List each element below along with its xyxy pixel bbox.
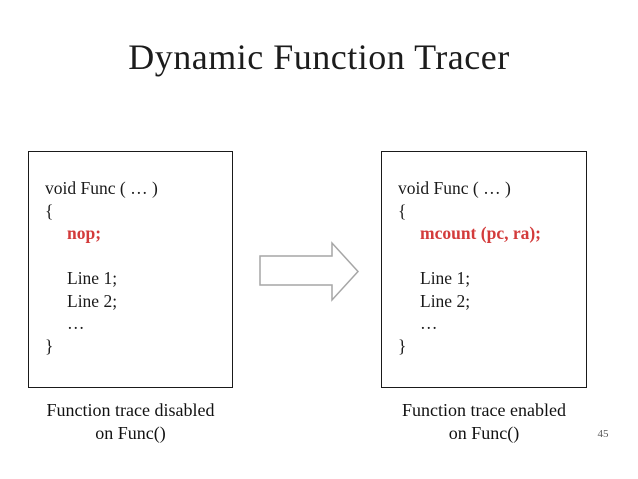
code-line-1: Line 1;: [420, 268, 471, 288]
code-line-open-brace: {: [398, 200, 407, 221]
code-blank-line: [398, 245, 586, 268]
caption-line-2: on Func(): [448, 423, 520, 443]
code-blank-line: [45, 245, 232, 268]
caption-line-2: on Func(): [95, 423, 166, 443]
code-line-signature: void Func ( … ): [45, 178, 158, 198]
code-line-close-brace: }: [45, 335, 54, 356]
caption-trace-disabled: Function trace disabled on Func(): [28, 399, 233, 445]
code-line-mcount: mcount (pc, ra);: [420, 223, 542, 243]
code-line-1: Line 1;: [67, 268, 118, 288]
caption-line-1: Function trace enabled: [402, 400, 566, 420]
code-line-nop: nop;: [67, 223, 102, 243]
page-number: 45: [597, 428, 609, 440]
right-arrow-icon: [259, 241, 360, 302]
code-line-2: Line 2;: [67, 290, 118, 311]
code-line-close-brace: }: [398, 335, 407, 356]
caption-trace-enabled: Function trace enabled on Func(): [381, 399, 587, 445]
code-line-open-brace: {: [45, 200, 54, 221]
code-line-2: Line 2;: [420, 290, 471, 311]
code-line-ellipsis: …: [420, 313, 438, 333]
code-box-trace-disabled: void Func ( … ) { nop; Line 1; Line 2; ……: [28, 151, 233, 388]
code-box-trace-enabled: void Func ( … ) { mcount (pc, ra); Line …: [381, 151, 587, 388]
code-line-signature: void Func ( … ): [398, 178, 511, 198]
code-line-ellipsis: …: [67, 313, 85, 333]
slide-title: Dynamic Function Tracer: [128, 37, 510, 77]
caption-line-1: Function trace disabled: [46, 400, 215, 420]
